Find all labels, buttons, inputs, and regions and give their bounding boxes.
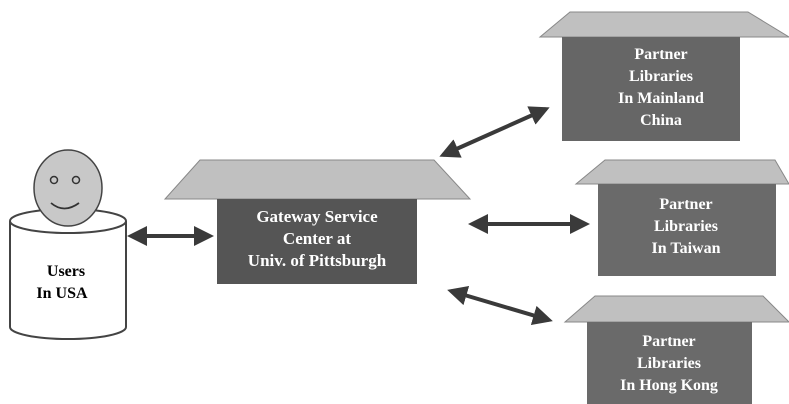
gateway-roof <box>163 159 472 200</box>
gateway-node: Gateway Service Center at Univ. of Pitts… <box>163 159 472 284</box>
partner-china-line4: China <box>640 112 682 129</box>
gateway-label-line2: Center at <box>283 229 351 248</box>
users-label-line1: Users <box>47 263 85 280</box>
partner-china-line3: In Mainland <box>618 90 704 107</box>
partner-taiwan-roof <box>574 159 789 185</box>
partner-taiwan-node: Partner Libraries In Taiwan <box>574 159 789 276</box>
users-label-line2: In USA <box>36 285 88 302</box>
partner-hongkong-line3: In Hong Kong <box>620 377 718 394</box>
partner-hongkong-line1: Partner <box>642 333 695 350</box>
partner-hongkong-node: Partner Libraries In Hong Kong <box>563 295 789 404</box>
partner-hongkong-body <box>587 322 752 404</box>
partner-china-node: Partner Libraries In Mainland China <box>538 11 789 141</box>
arrow-gateway-china <box>439 106 550 158</box>
partner-taiwan-body <box>598 184 776 276</box>
partner-china-line1: Partner <box>634 46 687 63</box>
users-cylinder-body <box>9 221 127 340</box>
partner-taiwan-line3: In Taiwan <box>652 240 721 257</box>
gateway-body <box>217 199 417 284</box>
gateway-label-line3: Univ. of Pittsburgh <box>248 251 387 270</box>
arrow-gateway-hongkong <box>447 285 553 326</box>
smiley-face-icon <box>33 149 103 227</box>
partner-taiwan-line2: Libraries <box>654 218 718 235</box>
partner-taiwan-line1: Partner <box>659 196 712 213</box>
partner-hongkong-line2: Libraries <box>637 355 701 372</box>
partner-china-body <box>562 37 740 141</box>
partner-china-line2: Libraries <box>629 68 693 85</box>
partner-hongkong-roof <box>563 295 789 323</box>
partner-china-roof <box>538 11 789 38</box>
users-node: Users In USA <box>9 149 127 340</box>
gateway-label-line1: Gateway Service <box>256 207 378 226</box>
